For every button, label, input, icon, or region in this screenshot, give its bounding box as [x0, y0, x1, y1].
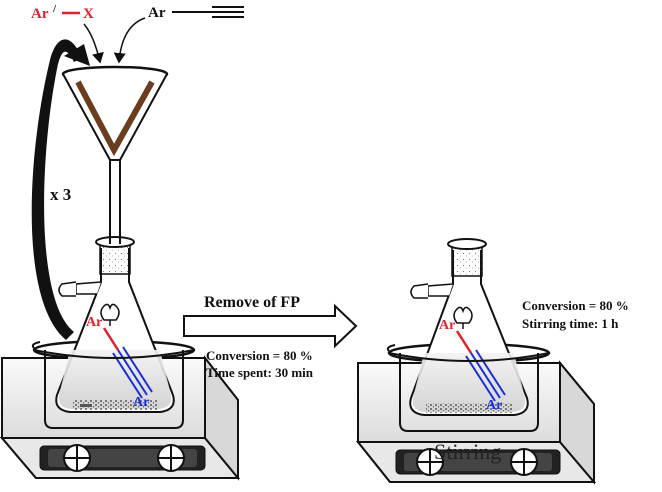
left-knob-1-icon[interactable] [63, 444, 91, 472]
alkyne-feed-arrow-icon [113, 17, 146, 64]
right-conversion-text: Conversion = 80 % [522, 298, 629, 313]
right-spade-icon [453, 306, 473, 324]
stirring-label: Stirring [434, 439, 501, 464]
left-conversion-text: Conversion = 80 % [206, 348, 313, 363]
right-product-ar-top: Ar [439, 318, 455, 333]
left-product-ar-bottom: Ar [133, 395, 149, 410]
right-time-text: Stirring time: 1 h [522, 316, 619, 331]
left-product-structure: Ar Ar [86, 303, 153, 410]
aryl-halide-reagent: Ar / X [31, 3, 94, 22]
left-knob-2-icon[interactable] [157, 444, 185, 472]
left-product-ar-top: Ar [86, 315, 102, 330]
aryl-halide-x: X [83, 6, 94, 22]
aryl-halide-ar: Ar [31, 6, 49, 22]
filter-paper-icon [75, 80, 155, 157]
right-knob-2-icon[interactable] [510, 448, 538, 476]
aryl-halide-feed-arrow-icon [83, 23, 104, 64]
left-filter-flask-icon [55, 236, 175, 413]
left-hotplate-stirrer-icon [0, 355, 241, 481]
alkyne-ar: Ar [148, 5, 166, 21]
right-product-ar-bottom: Ar [486, 398, 502, 413]
recycle-arrow-icon [31, 39, 90, 341]
transfer-arrow-label: Remove of FP [204, 294, 300, 311]
transfer-arrow-icon [183, 303, 358, 349]
aryl-halide-prime: / [52, 3, 57, 15]
alkyne-reagent: Ar [148, 5, 244, 21]
right-knob-1-icon[interactable] [416, 448, 444, 476]
funnel-icon [61, 65, 169, 244]
cycle-count-label: x 3 [50, 185, 71, 204]
right-filter-flask-icon [409, 238, 529, 416]
left-spade-icon [100, 303, 120, 321]
left-time-text: Time spent: 30 min [206, 365, 314, 380]
